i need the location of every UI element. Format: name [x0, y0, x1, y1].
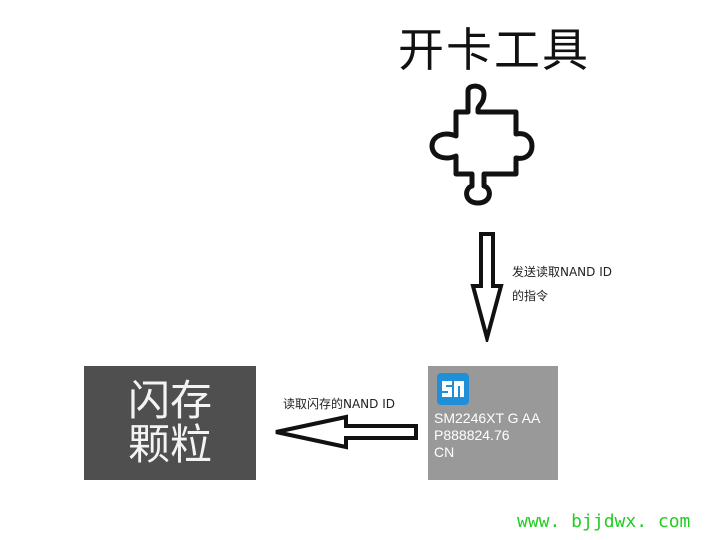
chip-text-line2: P888824.76 [434, 427, 510, 443]
flash-memory-box: 闪存颗粒 [84, 366, 256, 480]
site-watermark: www. bjjdwx. com [517, 511, 691, 532]
down-arrow-icon [470, 232, 504, 342]
sm-logo-icon [437, 373, 469, 405]
puzzle-piece-icon [429, 83, 535, 206]
chip-text-line1: SM2246XT G AA [434, 410, 541, 426]
chip-text: SM2246XT G AA P888824.76 CN [434, 410, 540, 461]
page-title: 开卡工具 [398, 23, 590, 77]
left-arrow-icon [275, 414, 418, 450]
command-annotation-line2: 的指令 [512, 289, 549, 303]
read-id-annotation: 读取闪存的NAND ID [283, 397, 395, 411]
command-annotation-line1: 发送读取NAND ID [512, 265, 612, 279]
controller-chip-box: SM2246XT G AA P888824.76 CN [428, 366, 558, 480]
flash-memory-label: 闪存颗粒 [127, 376, 212, 469]
chip-text-line3: CN [434, 444, 455, 460]
command-annotation: 发送读取NAND ID 的指令 [512, 260, 662, 308]
